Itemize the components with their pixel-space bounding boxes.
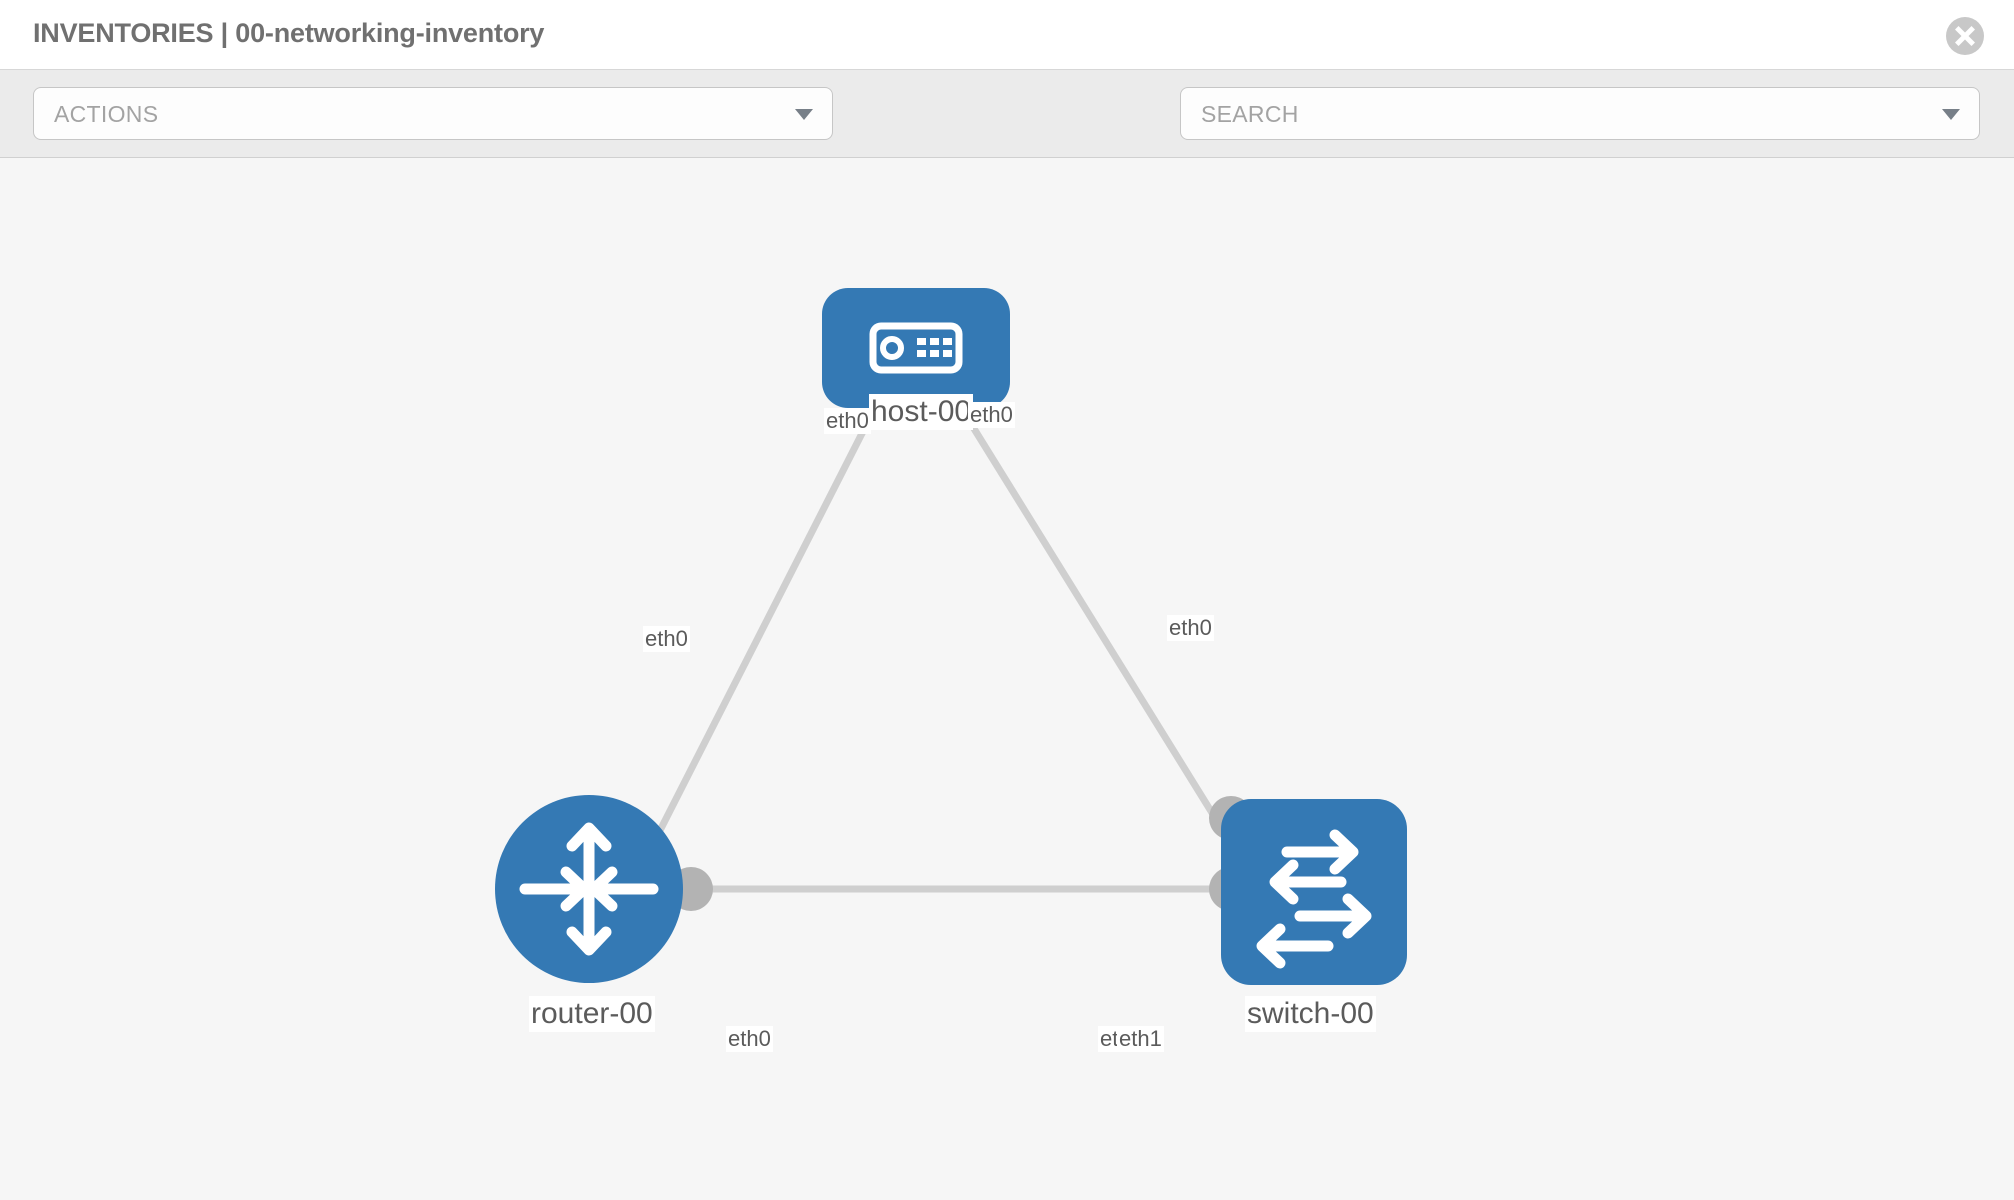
close-button[interactable]: [1946, 17, 1984, 55]
edge-host-switch[interactable]: [952, 396, 1243, 860]
close-icon: [1955, 26, 1975, 46]
edge-label-router-up-eth: eth0: [643, 626, 690, 652]
edge-label-host-left-eth: eth0: [824, 408, 871, 434]
actions-dropdown-label: ACTIONS: [54, 101, 159, 127]
server-appliance-icon: [869, 322, 963, 374]
edge-label-router-right-eth: eth0: [726, 1026, 773, 1052]
node-label-host-00: host-00: [869, 394, 974, 430]
search-placeholder: SEARCH: [1201, 101, 1299, 127]
chevron-down-icon: [1942, 109, 1960, 120]
router-arrows-icon: [519, 822, 659, 956]
page-header: INVENTORIES | 00-networking-inventory: [0, 0, 2014, 70]
page-title: INVENTORIES | 00-networking-inventory: [33, 18, 545, 48]
topology-canvas[interactable]: eth0 host-00 eth0 eth0 eth0 eth0 eth eth…: [0, 158, 2014, 1200]
switch-arrows-icon: [1256, 829, 1372, 969]
actions-dropdown[interactable]: ACTIONS: [33, 87, 833, 140]
edge-label-switch-left-eth-b: eth1: [1117, 1026, 1164, 1052]
node-label-router-00: router-00: [529, 996, 655, 1032]
node-switch-00[interactable]: [1221, 799, 1407, 985]
toolbar: ACTIONS SEARCH: [0, 70, 2014, 203]
edge-label-host-right-eth: eth0: [968, 402, 1015, 428]
node-host-00[interactable]: [822, 288, 1010, 408]
search-input[interactable]: SEARCH: [1180, 87, 1980, 140]
edge-label-switch-up-eth: eth0: [1167, 615, 1214, 641]
edge-host-router[interactable]: [642, 396, 884, 860]
topology-graph: [495, 288, 1407, 985]
node-label-switch-00: switch-00: [1245, 996, 1376, 1032]
chevron-down-icon: [795, 109, 813, 120]
node-router-00[interactable]: [495, 795, 683, 983]
